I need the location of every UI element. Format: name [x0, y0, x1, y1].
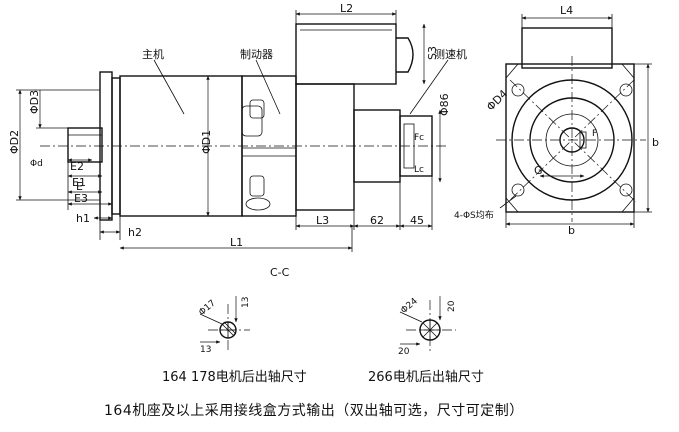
caption-note: 164机座及以上采用接线盒方式输出（双出轴可选，尺寸可定制） — [104, 403, 524, 419]
dim-D2: ΦD2 — [8, 130, 21, 154]
bolt-hole-tr — [619, 83, 633, 97]
sec-b-dia: Φ24 — [399, 296, 420, 316]
dim-L3: L3 — [316, 214, 329, 227]
junction-box — [295, 23, 397, 85]
dim-b-horizontal: b — [568, 224, 575, 237]
dim-d86: Φ86 — [438, 93, 451, 116]
output-shaft — [67, 127, 103, 163]
dim-d: Φd — [30, 159, 43, 169]
sec-a-dia: Φ17 — [197, 298, 218, 318]
bolt-hole-bl — [511, 183, 525, 197]
label-section: C-C — [270, 266, 290, 279]
dim-E1: E1 — [72, 176, 86, 189]
sec-b-h: 20 — [447, 300, 457, 312]
dim-Lc: Lc — [414, 165, 424, 175]
dim-h1: h1 — [76, 212, 90, 225]
dim-E2: E2 — [70, 160, 84, 173]
dim-G: G — [534, 164, 543, 177]
dim-45: 45 — [410, 214, 424, 227]
dim-F: F — [592, 129, 597, 139]
dim-L1: L1 — [230, 236, 243, 249]
front-view: L4 ΦD4 b b F G 4-ΦS均布 — [454, 4, 659, 237]
front-flange — [505, 63, 635, 213]
front-junction-box — [521, 27, 613, 69]
dim-L2: L2 — [340, 2, 353, 15]
caption-164-178: 164 178电机后出轴尺寸 — [162, 370, 307, 385]
section-detail-266: Φ24 20 20 — [398, 296, 457, 357]
label-brake: 制动器 — [240, 48, 273, 61]
sec-a-h: 13 — [241, 297, 251, 308]
label-tacho: 测速机 — [434, 47, 467, 61]
side-view: 主机 制动器 测速机 L2 S3 Φ86 Fc Lc ΦD1 ΦD3 ΦD2 Φ… — [8, 2, 467, 279]
dim-Fc: Fc — [414, 133, 424, 143]
dim-S3: S3 — [426, 46, 439, 60]
dim-D3: ΦD3 — [28, 90, 41, 114]
dim-D1: ΦD1 — [200, 130, 213, 154]
sec-b-w: 20 — [398, 347, 410, 357]
dim-h2: h2 — [128, 226, 142, 239]
label-main-motor: 主机 — [142, 47, 164, 61]
dim-62: 62 — [370, 214, 384, 227]
bolt-hole-br — [619, 183, 633, 197]
sec-a-w: 13 — [200, 345, 211, 355]
bolt-hole-tl — [511, 83, 525, 97]
dim-E3: E3 — [74, 192, 88, 205]
dim-E: E — [76, 180, 83, 193]
label-holes: 4-ΦS均布 — [454, 209, 494, 221]
caption-266: 266电机后出轴尺寸 — [368, 370, 484, 385]
dim-L4: L4 — [560, 4, 573, 17]
dim-b-vertical: b — [652, 136, 659, 149]
section-detail-164-178: Φ17 13 13 — [197, 296, 251, 355]
